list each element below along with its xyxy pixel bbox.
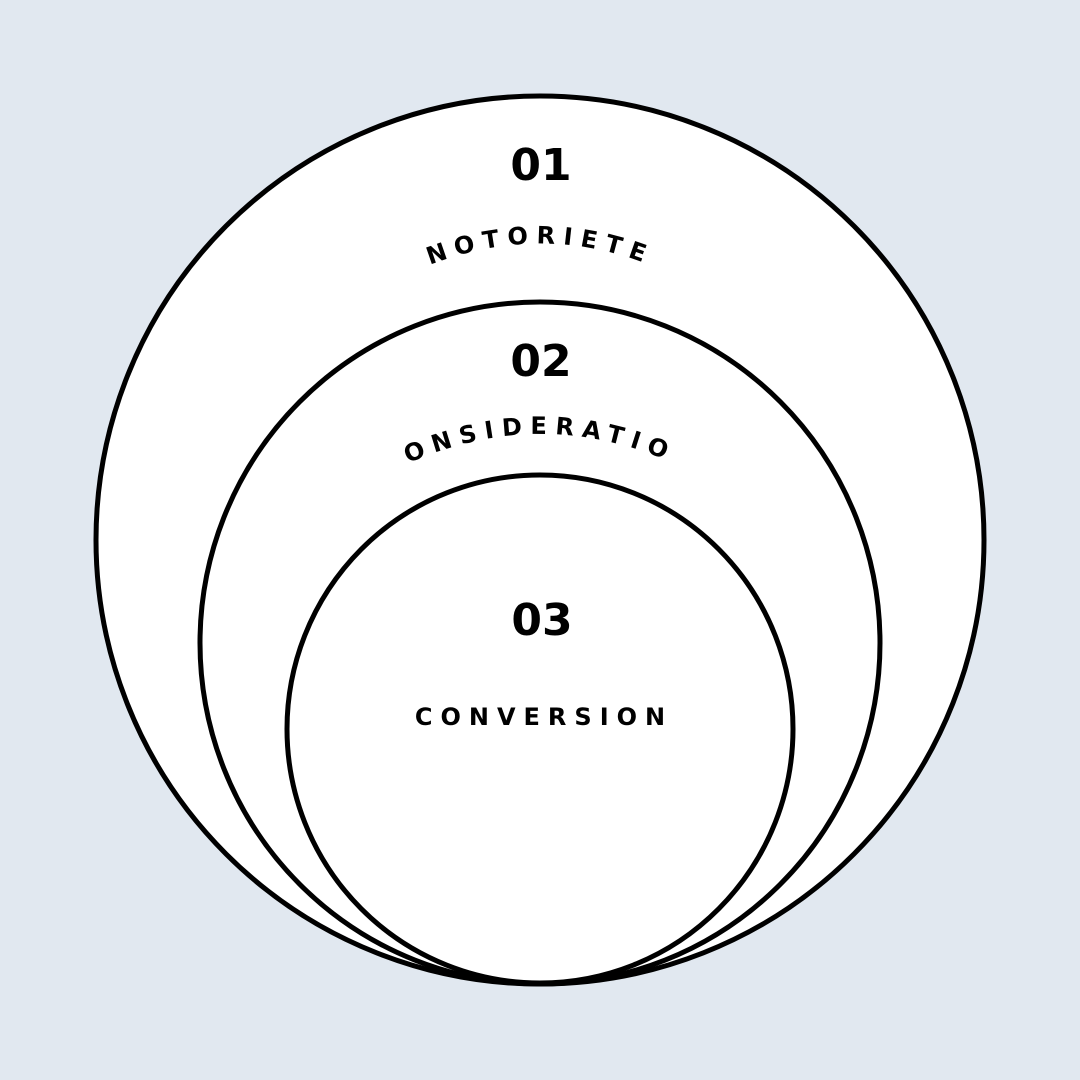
level-3-circle [284,472,796,986]
level-2-number: 02 [510,336,571,387]
level-3-number: 03 [511,595,572,646]
level-3-label: CONVERSION [415,703,673,731]
level-1-number: 01 [510,140,571,191]
